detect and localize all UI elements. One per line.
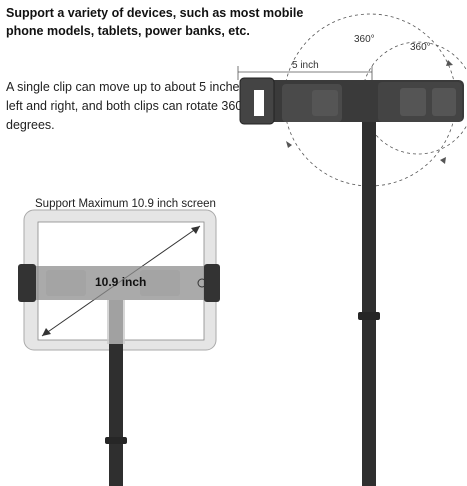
stand-pole	[362, 120, 376, 486]
rotation-arrow-icon	[446, 60, 453, 66]
pole-joint	[358, 312, 380, 320]
right-clip-small	[204, 264, 220, 302]
rotation-label-right: 360°	[410, 42, 431, 53]
small-stand: 10.9 inch	[18, 209, 220, 486]
headline-text: Support a variety of devices, such as mo…	[6, 6, 304, 38]
max-screen-label: Support Maximum 10.9 inch screen	[35, 198, 216, 210]
dimension-label: 5 inch	[292, 60, 319, 71]
large-stand: 5 inch 360° 360°	[237, 13, 467, 486]
rotation-arrow-icon	[440, 157, 446, 164]
camera-icon	[197, 278, 207, 288]
rotation-arrow-icon	[286, 141, 292, 148]
screen-size-label: 10.9 inch	[95, 275, 146, 289]
left-clip-small	[18, 264, 36, 302]
pole-joint-small	[105, 437, 127, 444]
description-text: A single clip can move up to about 5 inc…	[6, 80, 246, 132]
rotation-label-left: 360°	[354, 34, 375, 45]
